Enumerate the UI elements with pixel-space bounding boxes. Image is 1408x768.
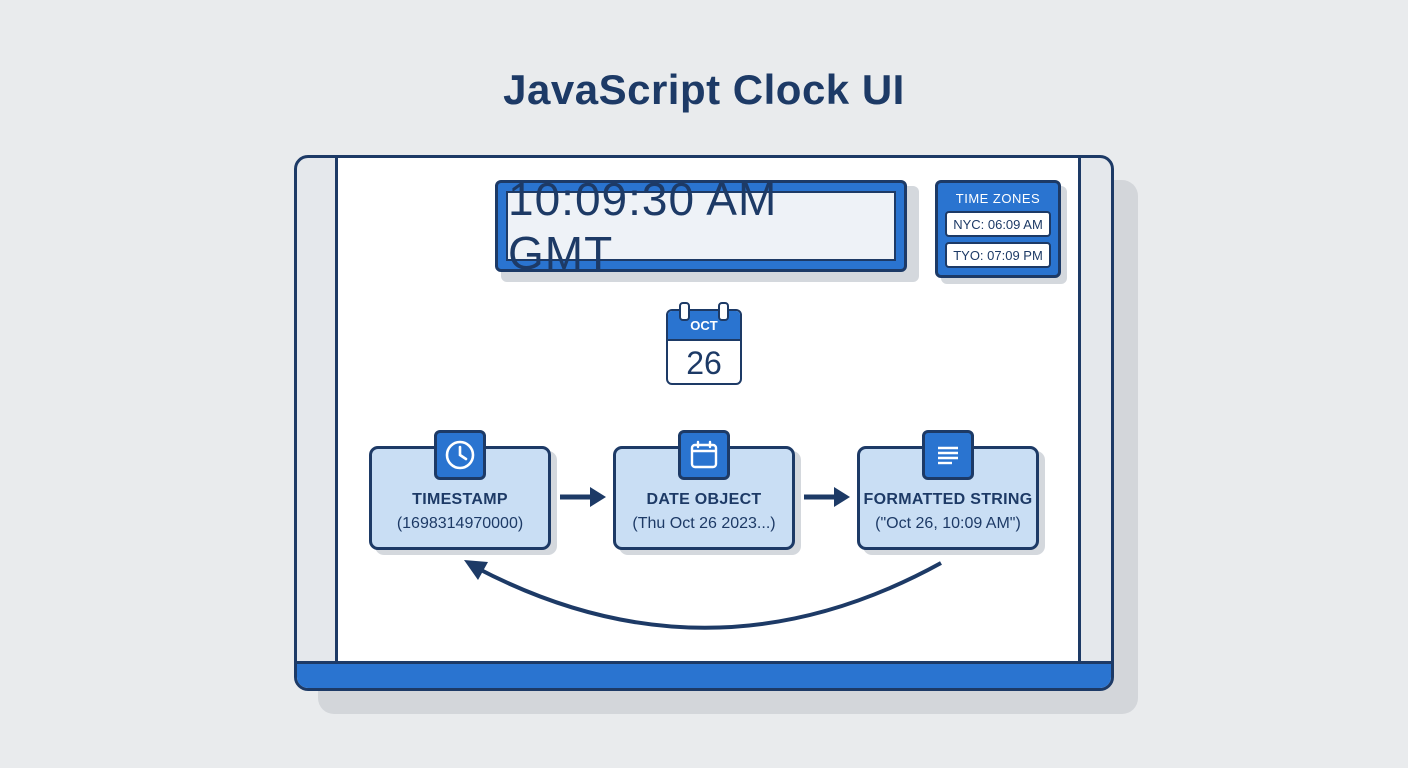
flow-label: TIMESTAMP	[412, 491, 508, 508]
bottom-bar	[297, 661, 1111, 688]
page-title: JavaScript Clock UI	[503, 66, 905, 113]
loop-back-arrow	[476, 561, 942, 630]
flow-label: DATE OBJECT	[646, 491, 762, 508]
flow-value: (1698314970000)	[396, 515, 524, 532]
loop-back-arrow-head	[464, 560, 488, 580]
calendar-day: 26	[686, 345, 722, 381]
flow-label: FORMATTED STRING	[863, 491, 1033, 508]
clock-icon	[434, 430, 486, 480]
calendar-icon	[678, 430, 730, 480]
time-zone-nyc[interactable]: NYC: 06:09 AM	[945, 211, 1051, 237]
flow-box-timestamp: TIMESTAMP (1698314970000)	[369, 446, 551, 550]
flow-value: ("Oct 26, 10:09 AM")	[875, 515, 1021, 532]
digital-clock: 10:09:30 AM GMT	[495, 173, 907, 279]
time-zone-tyo[interactable]: TYO: 07:09 PM	[945, 242, 1051, 268]
document-icon	[922, 430, 974, 480]
calendar-ring-right	[718, 302, 729, 321]
flow-value: (Thu Oct 26 2023...)	[632, 515, 776, 532]
time-zones-title: TIME ZONES	[955, 191, 1041, 206]
arrow-timestamp-to-date-head	[590, 487, 606, 507]
time-zones-panel: TIME ZONES NYC: 06:09 AM TYO: 07:09 PM	[935, 180, 1061, 278]
arrow-date-to-string-head	[834, 487, 850, 507]
calendar-ring-left	[679, 302, 690, 321]
